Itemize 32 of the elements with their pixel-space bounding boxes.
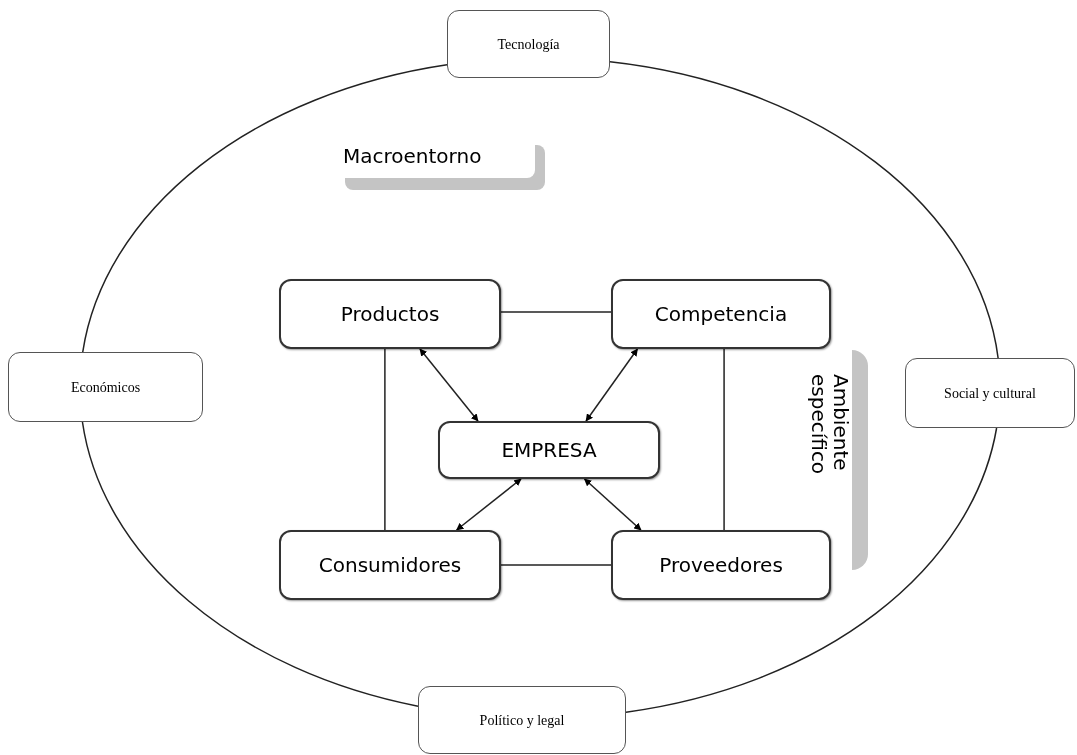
process-box xyxy=(611,530,831,600)
connector-line xyxy=(723,348,725,531)
node-label: Tecnología xyxy=(497,35,560,54)
node-label: Proveedores xyxy=(659,552,783,579)
process-box xyxy=(438,421,660,479)
node-label: Económicos xyxy=(70,378,141,397)
double-arrow xyxy=(583,478,642,531)
double-arrow xyxy=(419,348,479,422)
node-label: EMPRESA xyxy=(501,437,597,464)
process-box xyxy=(279,279,501,349)
factor-box xyxy=(418,686,626,754)
node-label: Competencia xyxy=(654,301,788,328)
node-label: Macroentorno xyxy=(343,142,482,170)
process-box xyxy=(611,279,831,349)
double-arrow xyxy=(585,348,639,422)
factor-box xyxy=(905,358,1075,428)
ring-arc xyxy=(82,64,448,353)
factor-box xyxy=(8,352,203,422)
node-label: Político y legal xyxy=(479,711,565,730)
ring-arc xyxy=(609,61,999,359)
ring-arc xyxy=(81,421,419,707)
connector-line xyxy=(500,564,612,566)
ring-arc xyxy=(625,427,998,713)
node-label: Ambiente específico xyxy=(808,374,852,477)
node-label: Consumidores xyxy=(318,552,462,579)
factor-box xyxy=(447,10,610,78)
process-box xyxy=(279,530,501,600)
connector-line xyxy=(500,311,612,313)
node-label: Productos xyxy=(340,301,440,328)
double-arrow xyxy=(455,478,522,531)
node-label: Social y cultural xyxy=(944,384,1036,403)
connector-line xyxy=(384,348,386,531)
